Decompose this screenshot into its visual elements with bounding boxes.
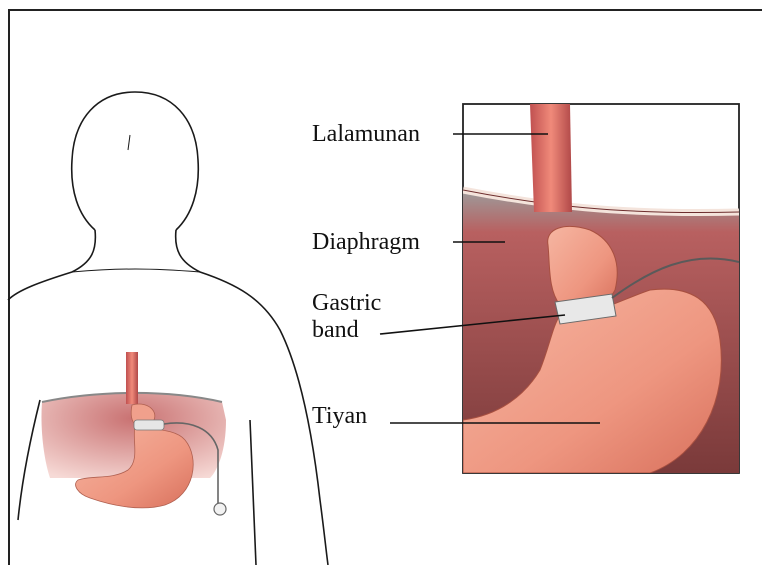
label-gastric-band-line2: band bbox=[312, 317, 381, 344]
label-esophagus: Lalamunan bbox=[312, 121, 420, 148]
label-gastric-band-line1: Gastric bbox=[312, 290, 381, 317]
label-diaphragm: Diaphragm bbox=[312, 229, 420, 256]
inset-illustration bbox=[463, 104, 739, 473]
small-anatomy bbox=[41, 352, 226, 515]
label-stomach: Tiyan bbox=[312, 403, 367, 430]
label-gastric-band: Gastric band bbox=[312, 290, 381, 344]
